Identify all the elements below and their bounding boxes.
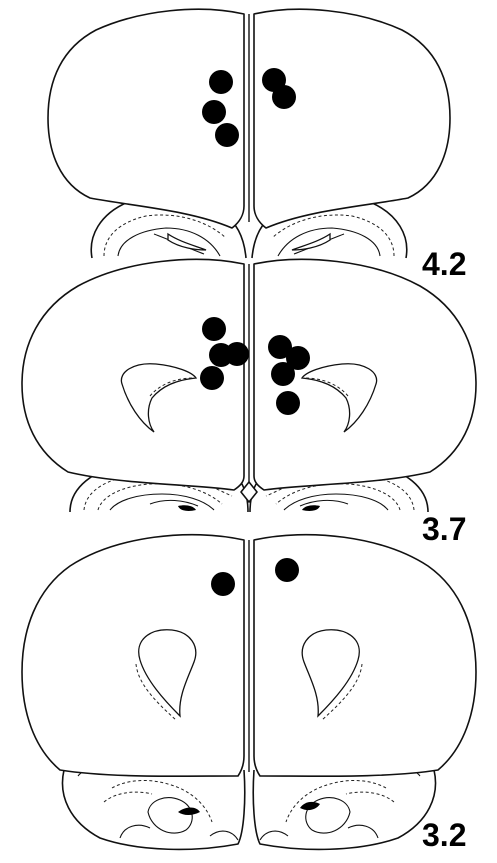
section-3-2 bbox=[22, 535, 476, 850]
lesion-dot bbox=[200, 366, 224, 390]
lesion-dot bbox=[275, 558, 299, 582]
section-label-4-2: 4.2 bbox=[422, 248, 466, 280]
lesion-dot bbox=[272, 85, 296, 109]
ventral-structures bbox=[63, 768, 436, 849]
section-4-2 bbox=[48, 9, 450, 258]
lesion-dot bbox=[202, 100, 226, 124]
lesion-dot bbox=[271, 362, 295, 386]
lesion-dot bbox=[211, 572, 235, 596]
left-hemisphere bbox=[22, 535, 244, 777]
lesion-dot bbox=[215, 123, 239, 147]
section-3-7 bbox=[22, 259, 476, 512]
section-label-3-2: 3.2 bbox=[422, 819, 466, 851]
section-label-3-7: 3.7 bbox=[422, 513, 466, 545]
lesion-dot bbox=[209, 70, 233, 94]
lesion-dot bbox=[202, 317, 226, 341]
lesion-dot bbox=[276, 391, 300, 415]
lesion-dot bbox=[225, 342, 249, 366]
right-hemisphere bbox=[254, 9, 450, 228]
